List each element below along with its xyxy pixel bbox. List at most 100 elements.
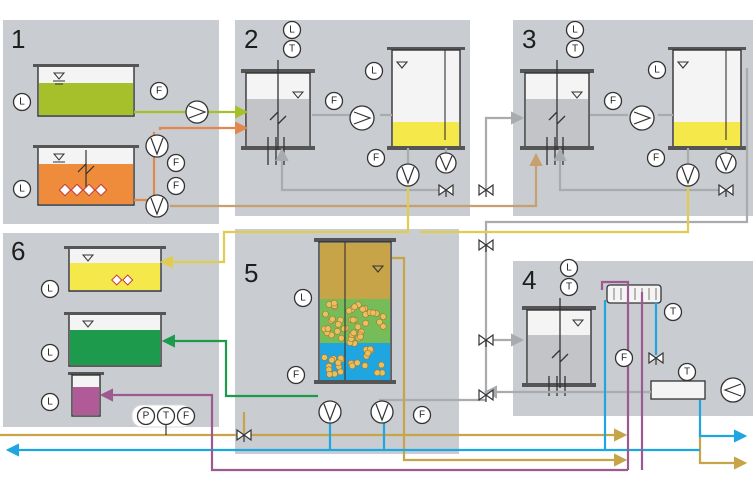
three-way-valve-4[interactable] bbox=[478, 333, 494, 347]
pump-2-transfer[interactable] bbox=[349, 105, 375, 131]
three-way-valve-5[interactable] bbox=[478, 388, 494, 402]
filter-media-beads bbox=[321, 299, 387, 378]
flow-sensor-3: F bbox=[603, 91, 623, 111]
green-storage-tank bbox=[33, 64, 139, 117]
instrument-letter: F bbox=[419, 410, 425, 421]
pump-3-bottom-left[interactable] bbox=[676, 163, 700, 187]
filter-bead bbox=[348, 362, 356, 370]
flow-sensor-2: F bbox=[324, 91, 344, 111]
temperature-sensor-4-right: T bbox=[663, 302, 683, 322]
three-way-valve-6[interactable] bbox=[718, 183, 734, 197]
flow-sensor-4: F bbox=[614, 348, 634, 368]
three-way-valve-3[interactable] bbox=[478, 238, 494, 252]
filter-bead bbox=[359, 305, 366, 313]
instrument-letter: L bbox=[47, 284, 53, 295]
svg-text:T: T bbox=[163, 411, 169, 422]
instrument-letter: F bbox=[173, 181, 179, 192]
filter-bead bbox=[328, 356, 336, 364]
filter-bead bbox=[324, 325, 332, 332]
filter-bead bbox=[322, 310, 329, 318]
three-way-valve-2[interactable] bbox=[478, 183, 494, 197]
reactor-4 bbox=[522, 298, 596, 396]
filter-bead bbox=[354, 323, 362, 331]
pump-5-left[interactable] bbox=[318, 400, 342, 424]
level-sensor-2-settler: L bbox=[364, 61, 384, 81]
filter-bead bbox=[340, 325, 348, 333]
three-way-valve-8[interactable] bbox=[648, 351, 664, 365]
purple-container bbox=[68, 372, 104, 417]
flow-sensor-5-left: F bbox=[286, 365, 306, 385]
reactor-2 bbox=[241, 60, 315, 165]
pump-4[interactable] bbox=[720, 377, 746, 403]
instrument-letter: L bbox=[19, 184, 25, 195]
pump-3-bottom-right[interactable] bbox=[715, 152, 737, 174]
yellow-pipes bbox=[159, 175, 690, 269]
level-sensor-5: L bbox=[293, 288, 313, 308]
heat-exchanger-bottom bbox=[650, 380, 706, 400]
reactor-3 bbox=[520, 60, 594, 165]
level-sensor-3-settler: L bbox=[647, 60, 667, 80]
level-sensor-1a: L bbox=[12, 92, 32, 112]
pressure-sensor: P bbox=[136, 406, 156, 426]
instrument-letter: L bbox=[289, 25, 295, 36]
instrument-letter: F bbox=[173, 158, 179, 169]
instrument-letter: L bbox=[654, 65, 660, 76]
three-way-valves[interactable] bbox=[236, 183, 734, 442]
filter-bead bbox=[364, 349, 372, 357]
instrument-letter: L bbox=[47, 348, 53, 359]
instrument-letter: F bbox=[653, 153, 659, 164]
settling-tank-2 bbox=[387, 47, 465, 150]
instrument-letter: L bbox=[572, 25, 578, 36]
flow-sensor-2-bottom: F bbox=[366, 148, 386, 168]
hazard-symbols-icon bbox=[58, 183, 108, 197]
zone-3-number: 3 bbox=[522, 24, 536, 54]
instrument-letter: F bbox=[331, 96, 337, 107]
zone-5-number: 5 bbox=[244, 258, 258, 288]
pump-1b[interactable] bbox=[145, 134, 169, 158]
instrument-letter: F bbox=[373, 153, 379, 164]
instrument-letter: T bbox=[566, 282, 572, 293]
pump-2-bottom-left[interactable] bbox=[396, 163, 420, 187]
filter-bead bbox=[330, 299, 338, 307]
instrument-letter: L bbox=[300, 293, 306, 304]
filter-bead bbox=[379, 323, 387, 330]
pump-5-right[interactable] bbox=[370, 400, 394, 424]
three-way-valve-1[interactable] bbox=[438, 183, 454, 197]
level-sensor-1b: L bbox=[12, 179, 32, 199]
purple-pipes bbox=[99, 280, 644, 472]
filter-bead bbox=[345, 307, 353, 315]
settling-tank-3 bbox=[668, 47, 746, 150]
filter-bead bbox=[351, 303, 358, 311]
level-sensor-3-top: L bbox=[565, 20, 585, 40]
three-way-valve-7[interactable] bbox=[236, 428, 252, 442]
filter-bead bbox=[326, 371, 333, 378]
filter-bead bbox=[354, 359, 361, 367]
heat-exchanger-top bbox=[606, 284, 662, 304]
filter-bead bbox=[379, 313, 387, 320]
yellow-product-tank bbox=[64, 246, 166, 292]
dark-green-pipe bbox=[161, 334, 318, 398]
instrument-letter: T bbox=[572, 44, 578, 55]
pump-3-transfer[interactable] bbox=[629, 105, 655, 131]
pump-1c[interactable] bbox=[145, 194, 169, 218]
filter-bead bbox=[373, 369, 381, 377]
temperature-sensor-3: T bbox=[565, 39, 585, 59]
temperature-sensor-2: T bbox=[282, 39, 302, 59]
instrument-letter: F bbox=[610, 96, 616, 107]
pump-1a[interactable] bbox=[185, 100, 209, 124]
svg-text:P: P bbox=[143, 411, 150, 422]
zone-1-number: 1 bbox=[11, 24, 25, 54]
instrument-letter: T bbox=[670, 307, 676, 318]
level-sensor-6-yellow: L bbox=[40, 279, 60, 299]
filter-bead bbox=[337, 368, 344, 376]
temperature-sensor-4-bottom: T bbox=[677, 362, 697, 382]
instrument-letter: T bbox=[684, 367, 690, 378]
instrument-letter: L bbox=[371, 66, 377, 77]
pump-2-bottom-right[interactable] bbox=[435, 152, 457, 174]
zone-6-number: 6 bbox=[11, 236, 25, 266]
temperature-sensor-4: T bbox=[559, 277, 579, 297]
flow-sensor-5-right: F bbox=[412, 405, 432, 425]
